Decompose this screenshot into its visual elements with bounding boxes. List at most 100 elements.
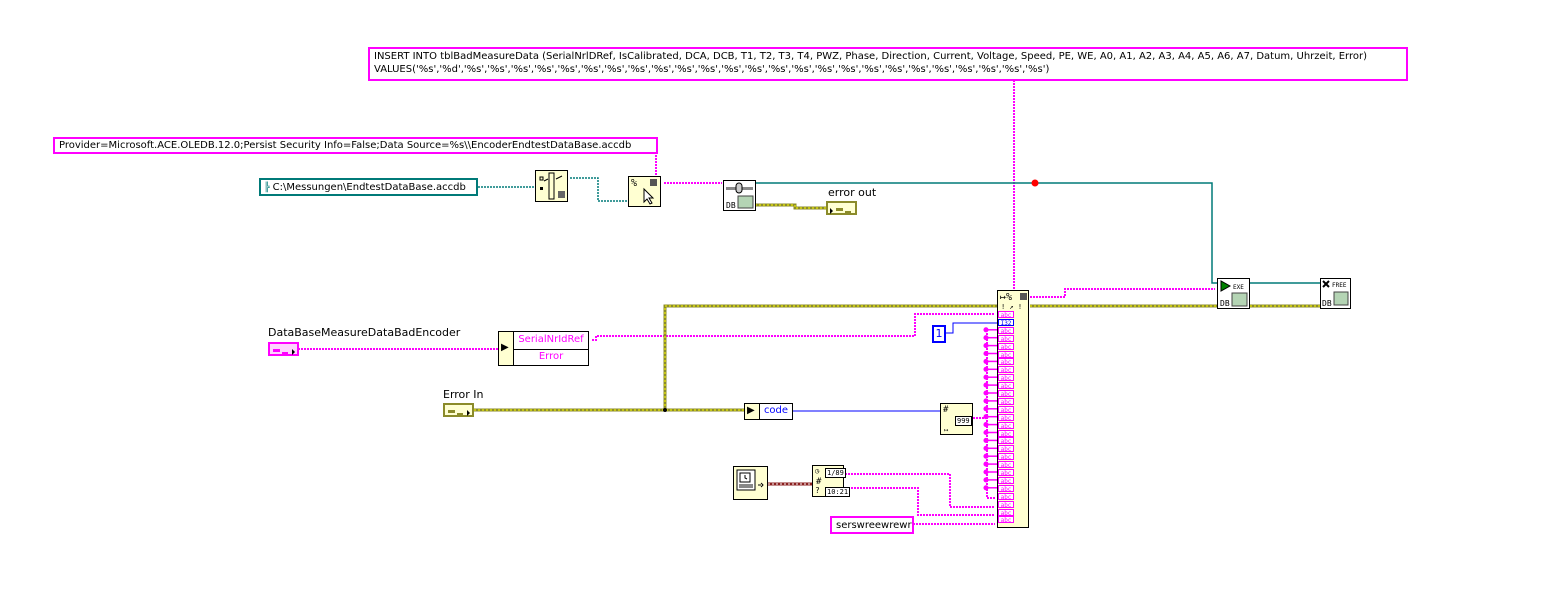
wire-one[interactable] [946,322,997,334]
exe-label: EXE [1233,284,1244,291]
wire-junction [983,485,989,491]
svg-text:DB: DB [726,201,736,210]
arrow-right-icon: ▶ [747,405,755,416]
error-out-label: error out [828,186,877,199]
wire-junction [983,390,989,396]
unbundle-field-code[interactable]: code [763,405,789,416]
db-open-connection-node[interactable]: DB [723,180,756,211]
format-into-string-connection[interactable]: % [628,176,661,207]
strip-path-icon [539,172,565,200]
date-value: 1/89 [825,468,846,478]
error-flag-icon: ! ↗ ! [1001,303,1023,311]
format-input-terminal[interactable]: abc [998,366,1014,374]
format-input-terminal[interactable]: abc [998,437,1014,445]
wire-junction [983,453,989,459]
error-out-indicator[interactable] [826,201,857,215]
format-input-terminal[interactable]: abc [998,311,1014,319]
wire-junction [983,335,989,341]
sql-line-2: VALUES('%s','%d','%s','%s','%s','%s','%s… [374,64,1050,75]
format-input-terminal[interactable]: abc [998,334,1014,343]
format-input-terminal[interactable]: abc [998,342,1014,351]
format-date-time-node[interactable]: ◷ 1/89 # ? 10:21 [812,465,851,497]
format-input-terminal[interactable]: abc [998,421,1014,430]
path-constant[interactable]: ╠ C:\Messungen\EndtestDataBase.accdb [259,178,478,196]
wire-strip-to-format[interactable] [570,177,628,202]
connection-string-text: Provider=Microsoft.ACE.OLEDB.12.0;Persis… [59,140,632,151]
format-input-terminal[interactable]: I32 [998,318,1014,327]
db-free-object-node[interactable]: FREE DB [1320,278,1351,309]
wire-format-out-to-exec[interactable] [1030,288,1215,298]
format-input-terminal[interactable]: abc [998,516,1014,524]
cluster-icon [448,410,470,416]
strip-path-node[interactable] [535,170,568,202]
path-icon: ╠ [264,183,270,193]
error-string-constant[interactable]: serswreewrewr [830,516,914,534]
wire-junction [983,422,989,428]
wire-junction [983,406,989,412]
error-in-label: Error In [443,388,484,401]
unbundle-handle[interactable]: ▶ [745,404,760,419]
db-execute-icon: EXE DB [1220,280,1248,308]
format-input-terminal[interactable]: abc [998,500,1014,509]
wire-junction [983,414,989,420]
question-icon: ? [815,486,820,495]
format-input-terminal[interactable]: abc [998,469,1014,477]
unbundle-field-serial[interactable]: SerialNrIdRef [514,334,588,350]
sql-insert-constant[interactable]: INSERT INTO tblBadMeasureData (SerialNrl… [368,47,1408,81]
format-input-terminal[interactable]: abc [998,390,1014,398]
clock-icon: ◷ [815,467,820,475]
db-free-icon: FREE DB [1322,280,1349,308]
wire-junction [983,461,989,467]
format-input-terminal[interactable]: abc [998,358,1014,366]
string-out-icon [1020,293,1027,300]
format-input-terminal[interactable]: abc [998,413,1014,422]
data-cluster-control[interactable] [268,342,299,356]
format-input-terminal[interactable]: abc [998,350,1014,359]
wire-date[interactable] [842,473,995,508]
format-percent-icon: % [631,178,638,189]
unbundle-by-name-error[interactable]: ▶ code [744,403,793,420]
error-in-control[interactable] [443,403,474,417]
format-input-terminal[interactable]: abc [998,453,1014,461]
wire-time[interactable] [842,487,995,516]
wire-error-out[interactable] [755,203,826,210]
db-execute-query-node[interactable]: EXE DB [1217,278,1250,309]
data-cluster-label: DataBaseMeasureDataBadEncoder [268,326,461,339]
wire-error-branch[interactable] [663,304,997,410]
format-input-terminal[interactable]: abc [998,476,1014,485]
connection-string-constant[interactable]: Provider=Microsoft.ACE.OLEDB.12.0;Persis… [53,137,658,154]
format-input-terminal[interactable]: abc [998,374,1014,382]
format-input-terminal[interactable]: abc [998,382,1014,390]
number-to-string-node[interactable]: # 999 ↦ [940,403,973,435]
format-input-terminal[interactable]: abc [998,326,1014,335]
format-input-terminal[interactable]: abc [998,397,1014,406]
hash-icon: # [943,405,949,415]
free-label: FREE [1332,282,1347,289]
format-input-terminal[interactable]: abc [998,405,1014,414]
wire-serial[interactable] [592,313,995,341]
wire-db-ref[interactable] [755,182,1217,284]
get-date-time-node[interactable] [733,466,768,500]
width-icon: ↦ [944,426,949,434]
unbundle-handle[interactable]: ▶ [499,332,514,365]
format-input-terminal[interactable]: abc [998,461,1014,469]
wire-junction [983,374,989,380]
wire-junction [983,398,989,404]
format-input-terminal[interactable]: abc [998,429,1014,438]
format-input-terminal[interactable]: abc [998,508,1014,517]
num-string-value: 999 [955,416,972,426]
numeric-constant-value: 1 [935,327,943,340]
numeric-constant-one[interactable]: 1 [932,325,946,343]
unbundle-by-name-cluster[interactable]: ▶ SerialNrIdRef Error [498,331,589,366]
format-input-terminal[interactable]: abc [998,484,1014,493]
format-input-terminal[interactable]: abc [998,445,1014,453]
unbundle-field-error[interactable]: Error [538,351,564,362]
wire-junction [983,327,989,333]
wire-fanout[interactable] [986,333,995,499]
wire-junction [983,343,989,349]
wire-junction [983,445,989,451]
format-input-terminal[interactable]: abc [998,492,1014,501]
